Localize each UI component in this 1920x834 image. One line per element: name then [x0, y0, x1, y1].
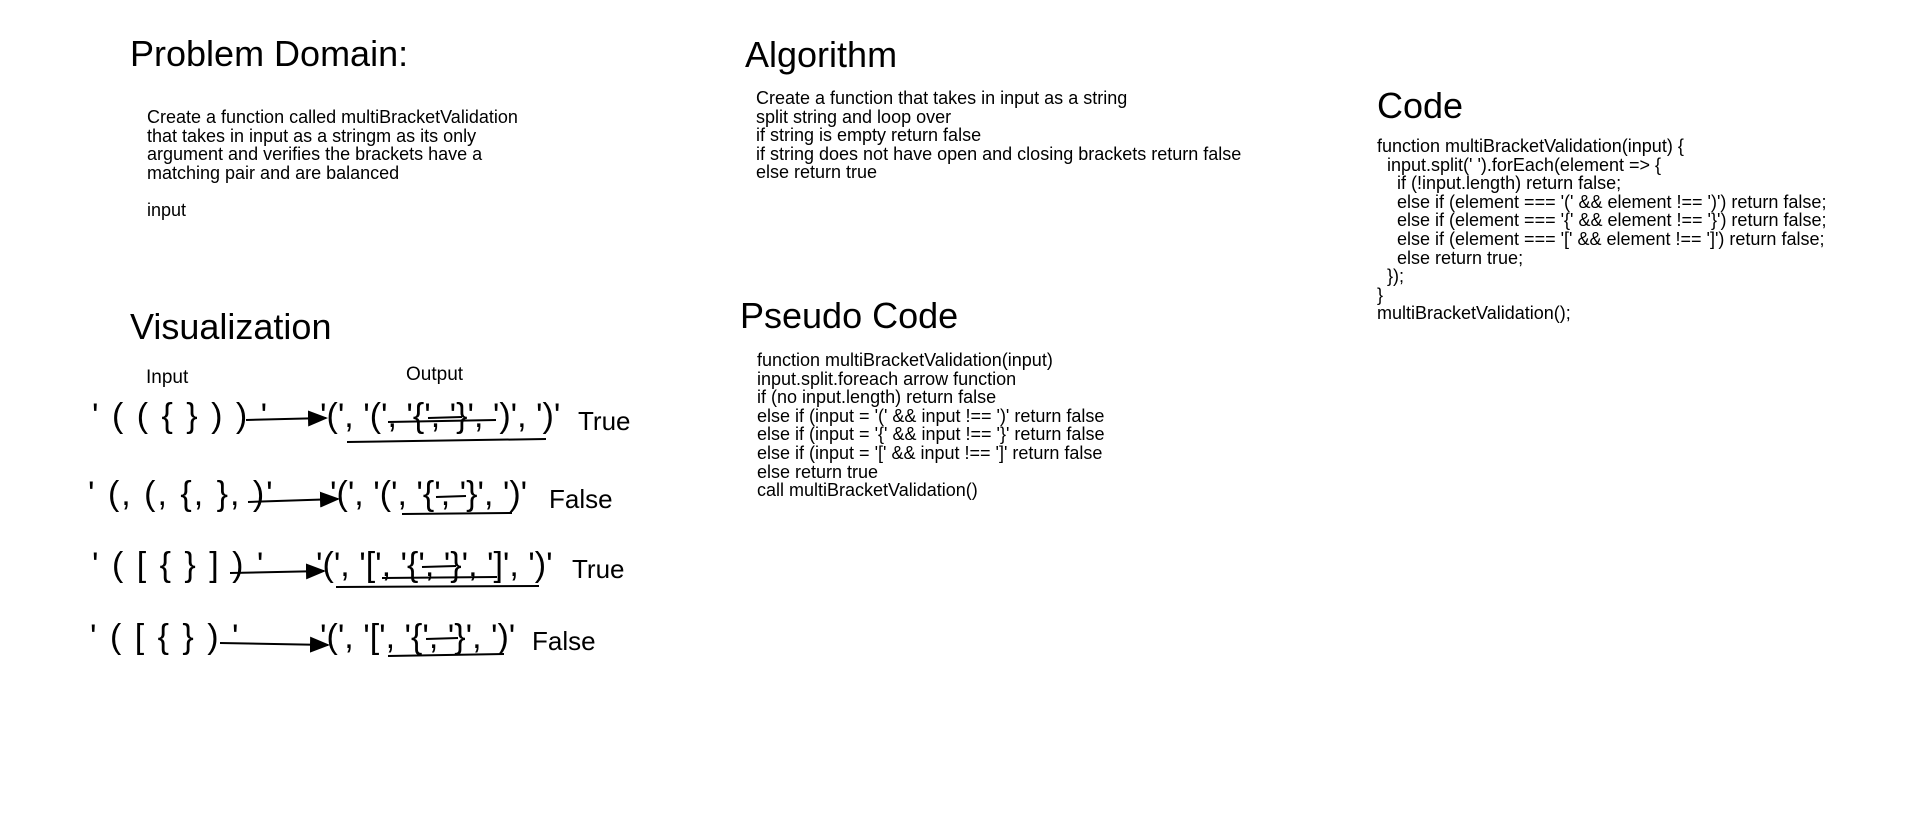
vis-row-result: False: [532, 626, 596, 656]
underline-row-3-inner: [381, 576, 498, 579]
output-label: Output: [406, 364, 464, 385]
underline-row-2: [401, 512, 513, 515]
pseudo-code-line: else return true: [757, 461, 879, 482]
pseudo-code-line: else if (input = '{' && input !== '}' re…: [757, 424, 1105, 445]
underline-row-4: [387, 653, 505, 657]
algorithm-text: Create a function that takes in input as…: [756, 89, 1241, 182]
strike-row-1: [427, 416, 463, 419]
pseudo-code-line: else if (input = '[' && input !== ']' re…: [757, 442, 1103, 463]
code-line: else if (element === '(' && element !== …: [1377, 191, 1827, 212]
code-line: multiBracketValidation();: [1377, 303, 1571, 324]
vis-row-result: True: [572, 554, 625, 584]
pseudo-code-line: function multiBracketValidation(input): [757, 350, 1053, 370]
pseudo-code-line: if (no input.length) return false: [757, 387, 997, 408]
vis-row-result: True: [578, 406, 631, 436]
vis-row-output: '(', '[', '{', '}', ')': [320, 618, 516, 656]
pseudo-code-line: else if (input = '(' && input !== ')' re…: [757, 405, 1105, 426]
strike-row-2: [435, 495, 467, 498]
problem-domain-line: Create a function called multiBracketVal…: [147, 107, 518, 127]
code-line: }: [1377, 284, 1384, 305]
vis-row-input: ' ( [ { } ] ) ': [92, 546, 266, 584]
underline-row-1-inner: [387, 419, 497, 423]
vis-row-input: ' ( [ { } ) ': [90, 618, 241, 656]
vis-row-input: ' ( ( { } ) ) ': [92, 397, 270, 435]
arrow-row-4: [219, 636, 330, 653]
code-line: else return true;: [1377, 247, 1524, 268]
algorithm-line: if string is empty return false: [756, 125, 982, 146]
arrow-row-2: [247, 491, 340, 508]
algorithm-line: else return true: [756, 162, 878, 183]
code-line: if (!input.length) return false;: [1377, 173, 1622, 194]
code-line: function multiBracketValidation(input) {: [1377, 136, 1684, 156]
vis-row-input: ' (, (, {, }, )': [88, 475, 275, 513]
algorithm-line: Create a function that takes in input as…: [756, 88, 1128, 108]
code-line: input.split(' ').forEach(element => {: [1377, 154, 1662, 175]
underline-row-3-outer: [335, 585, 540, 588]
problem-domain-line: that takes in input as a stringm as its …: [147, 125, 477, 146]
visualization-title: Visualization: [130, 306, 332, 347]
input-label: Input: [146, 367, 189, 388]
code-block: function multiBracketValidation(input) {…: [1377, 137, 1826, 323]
arrow-row-3: [229, 563, 326, 580]
code-line: else if (element === '{' && element !== …: [1377, 210, 1827, 231]
problem-domain-line: matching pair and are balanced: [147, 162, 400, 183]
underline-row-1-outer: [346, 438, 547, 443]
strike-row-3: [421, 565, 457, 568]
problem-domain-title: Problem Domain:: [130, 33, 409, 74]
algorithm-line: if string does not have open and closing…: [756, 143, 1242, 164]
pseudo-code-line: call multiBracketValidation(): [757, 480, 978, 501]
arrow-row-1: [245, 410, 328, 427]
problem-domain-line: input: [147, 199, 187, 220]
pseudo-code-title: Pseudo Code: [740, 295, 959, 336]
code-title: Code: [1377, 85, 1464, 126]
problem-domain-line: argument and verifies the brackets have …: [147, 144, 483, 165]
algorithm-line: split string and loop over: [756, 106, 952, 127]
vis-row-output: '(', '(', '{', '}', ')', ')': [320, 397, 561, 435]
strike-row-4: [425, 637, 459, 640]
code-line: });: [1377, 266, 1405, 287]
code-line: else if (element === '[' && element !== …: [1377, 228, 1825, 249]
vis-row-result: False: [549, 484, 613, 514]
problem-domain-text: Create a function called multiBracketVal…: [147, 108, 518, 220]
algorithm-title: Algorithm: [745, 34, 898, 75]
pseudo-code-line: input.split.foreach arrow function: [757, 368, 1017, 389]
pseudo-code-text: function multiBracketValidation(input) i…: [757, 351, 1104, 500]
